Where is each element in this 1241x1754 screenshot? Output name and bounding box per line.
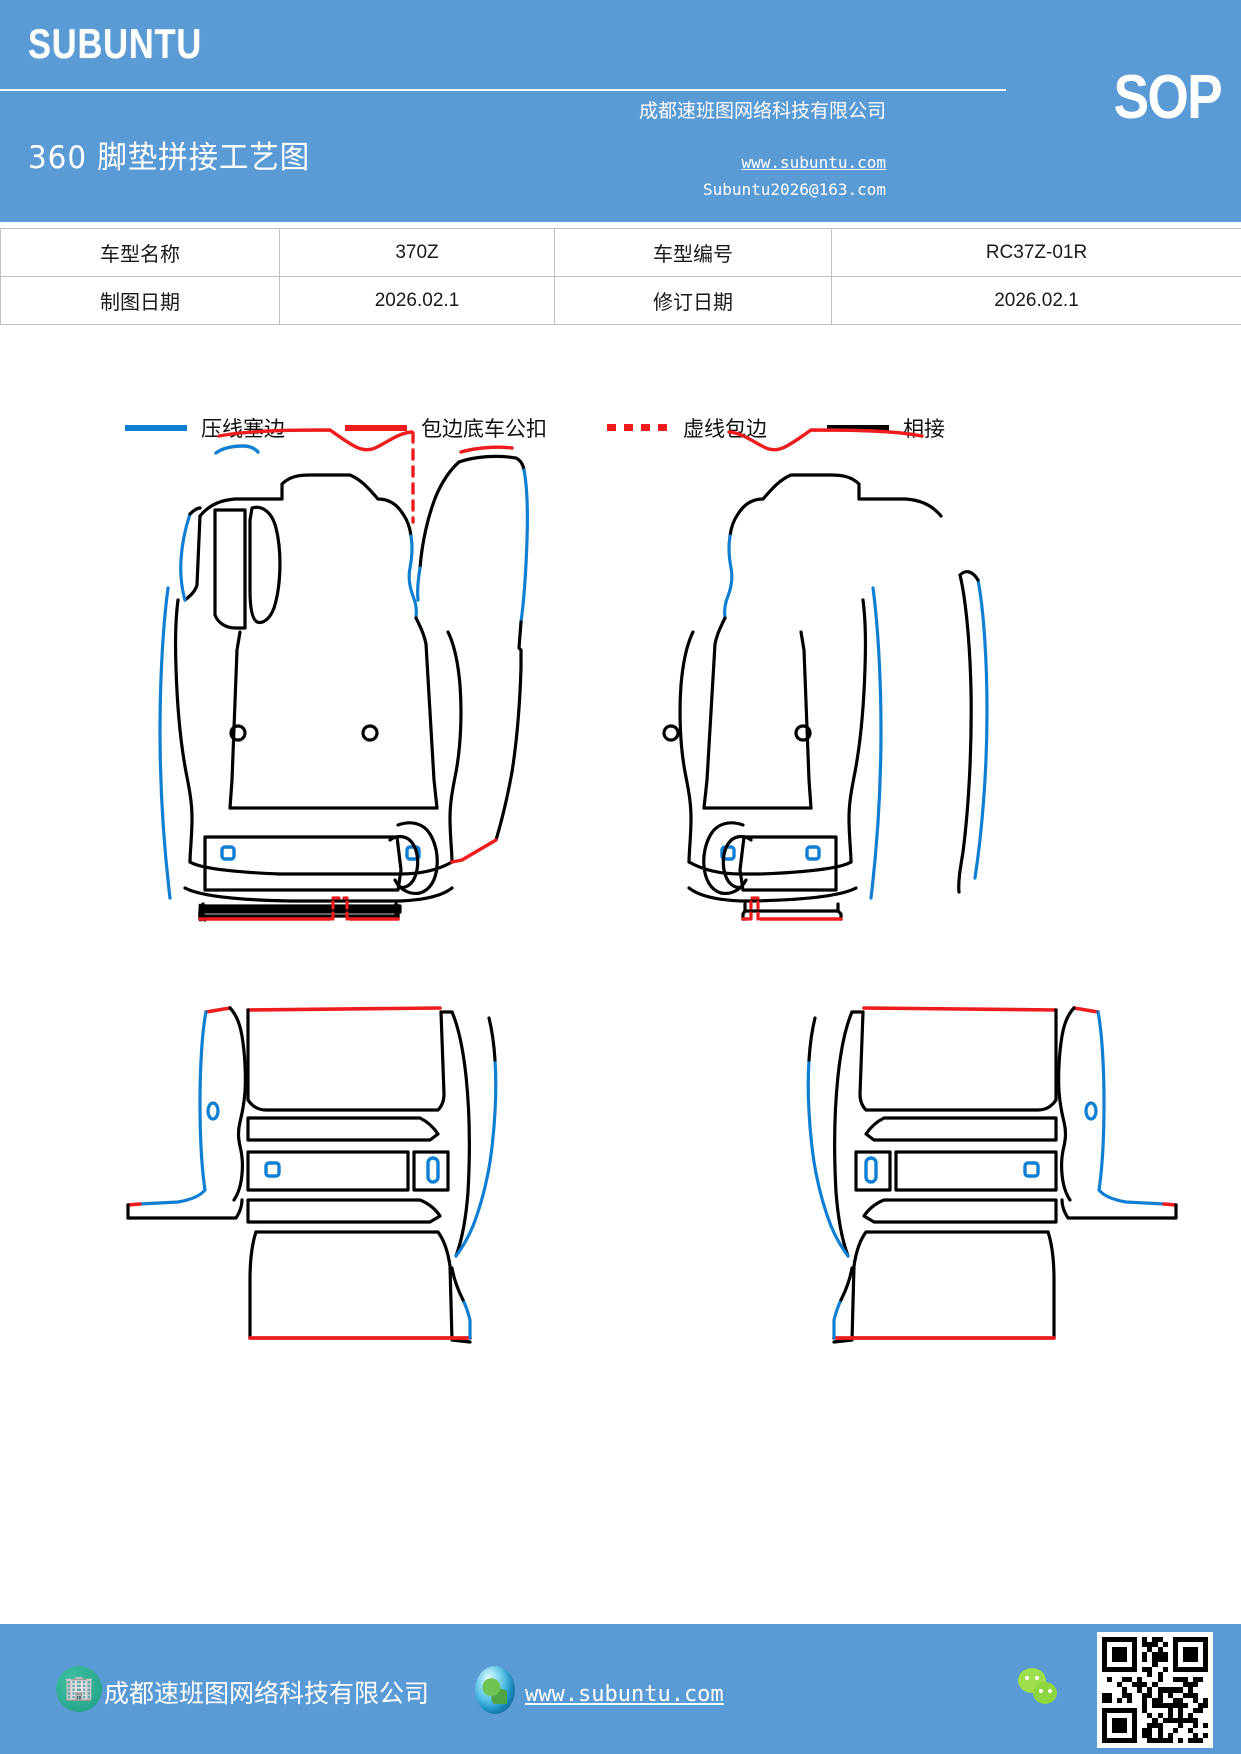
qr-code <box>1097 1632 1213 1748</box>
front-left-mat <box>158 428 463 922</box>
legend-item-joint: 相接 <box>827 413 945 443</box>
legend-swatch-black-line-icon <box>827 424 889 431</box>
globe-icon <box>475 1666 515 1714</box>
value-model-name: 370Z <box>279 228 555 277</box>
legend: 压线塞边 包边底车公扣 虚线包边 相接 <box>0 405 1241 450</box>
mat-outline-svg <box>126 428 1178 1344</box>
vehicle-info-table: 车型名称 370Z 车型编号 RC37Z-01R 制图日期 2026.02.1 … <box>0 228 1241 325</box>
floor-mat-technical-drawing <box>0 400 1241 1630</box>
company-building-icon: 🏢 <box>56 1666 102 1712</box>
legend-label: 相接 <box>903 416 945 441</box>
footer-website-link[interactable]: www.subuntu.com <box>525 1682 724 1707</box>
legend-swatch-red-dotted-line-icon <box>607 424 669 431</box>
label-model-name: 车型名称 <box>0 228 280 277</box>
page-title: 360 脚垫拼接工艺图 <box>28 140 311 176</box>
front-left-side-piece <box>416 445 529 864</box>
rear-right-mat <box>806 1006 1178 1344</box>
legend-label: 包边底车公扣 <box>421 416 547 441</box>
legend-label: 压线塞边 <box>201 416 285 441</box>
footer-company-name: 成都速班图网络科技有限公司 <box>104 1679 430 1708</box>
rear-left-mat <box>126 1006 498 1344</box>
brand-logo: SUBUNTU <box>28 20 203 67</box>
header-email[interactable]: Subuntu2026@163.com <box>702 180 886 199</box>
header-company-name: 成都速班图网络科技有限公司 <box>638 100 886 122</box>
legend-label: 虚线包边 <box>683 416 767 441</box>
value-draw-date: 2026.02.1 <box>279 276 555 325</box>
table-row: 车型名称 370Z 车型编号 RC37Z-01R <box>0 228 1241 277</box>
value-model-code: RC37Z-01R <box>831 228 1241 277</box>
page-header: SUBUNTU 360 脚垫拼接工艺图 SOP 成都速班图网络科技有限公司 ww… <box>0 0 1241 222</box>
front-right-mat <box>662 428 943 921</box>
sop-label: SOP <box>1113 63 1223 132</box>
wechat-icon <box>1018 1668 1066 1710</box>
legend-item-press-edge: 压线塞边 <box>125 413 285 443</box>
front-right-mat-side-strip <box>957 570 989 894</box>
legend-item-binding-clip: 包边底车公扣 <box>345 413 547 443</box>
page-footer: 🏢 成都速班图网络科技有限公司 www.subuntu.com <box>0 1624 1241 1754</box>
header-divider <box>0 89 1006 91</box>
value-revision-date: 2026.02.1 <box>831 276 1241 325</box>
legend-item-dashed-binding: 虚线包边 <box>607 413 767 443</box>
legend-swatch-red-line-icon <box>345 424 407 431</box>
table-row: 制图日期 2026.02.1 修订日期 2026.02.1 <box>0 276 1241 325</box>
legend-swatch-blue-line-icon <box>125 424 187 431</box>
label-revision-date: 修订日期 <box>554 276 832 325</box>
header-website-link[interactable]: www.subuntu.com <box>741 153 887 172</box>
label-draw-date: 制图日期 <box>0 276 280 325</box>
label-model-code: 车型编号 <box>554 228 832 277</box>
